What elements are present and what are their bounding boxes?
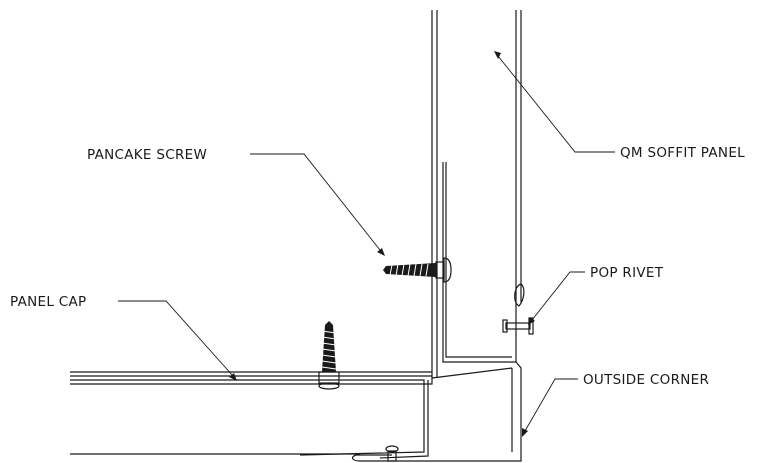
outside-corner-trim xyxy=(351,361,522,462)
label-pop-rivet: POP RIVET xyxy=(590,265,664,281)
callout-outside-corner: OUTSIDE CORNER xyxy=(522,372,709,437)
bottom-rivet xyxy=(385,445,399,462)
panel-cap xyxy=(70,371,433,459)
callout-soffit-panel: QM SOFFIT PANEL xyxy=(494,51,745,161)
soffit-panel-vertical xyxy=(431,10,522,378)
label-panel-cap: PANEL CAP xyxy=(10,294,86,310)
label-outside-corner: OUTSIDE CORNER xyxy=(583,372,709,388)
label-pancake-screw: PANCAKE SCREW xyxy=(87,147,207,163)
callout-pop-rivet: POP RIVET xyxy=(528,265,664,325)
panel-cap-screw xyxy=(318,321,340,390)
pancake-screw xyxy=(383,257,452,283)
callout-panel-cap: PANEL CAP xyxy=(10,294,237,381)
pop-rivet xyxy=(502,283,534,335)
label-soffit-panel: QM SOFFIT PANEL xyxy=(620,145,745,161)
callout-pancake-screw: PANCAKE SCREW xyxy=(87,147,385,256)
